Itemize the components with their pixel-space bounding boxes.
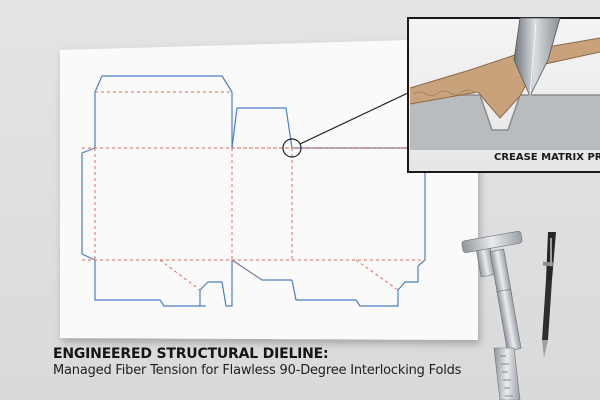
ruler-icon — [493, 347, 521, 400]
pen-icon — [542, 232, 556, 358]
zoom-leader-line — [299, 91, 411, 145]
caption: ENGINEERED STRUCTURAL DIELINE: Managed F… — [53, 346, 483, 380]
caliper-icon — [461, 231, 523, 352]
paper-sheet — [60, 38, 478, 340]
crease-inset-panel — [407, 17, 600, 173]
dieline-crease-lines — [82, 91, 425, 291]
zoom-circle — [282, 138, 302, 158]
caption-title: ENGINEERED STRUCTURAL DIELINE: — [53, 346, 329, 362]
inset-label: CREASE MATRIX PRO — [494, 152, 600, 163]
caption-subtitle: Managed Fiber Tension for Flawless 90-De… — [53, 363, 462, 378]
